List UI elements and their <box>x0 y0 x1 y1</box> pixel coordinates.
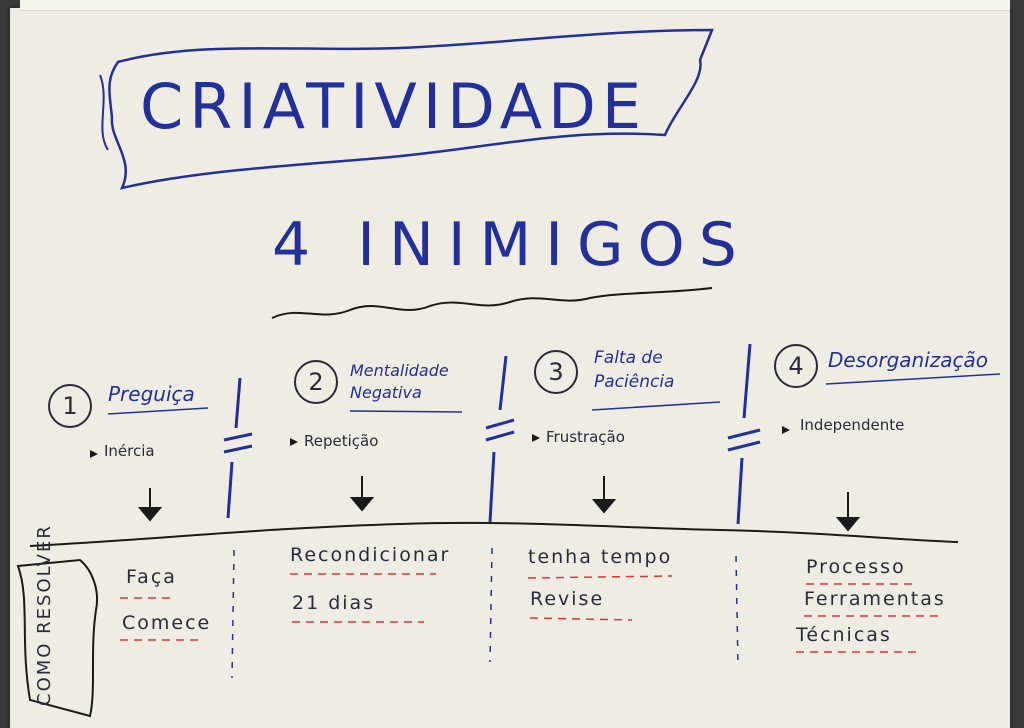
enemy-4-solution-1: Processo <box>806 556 906 578</box>
page-subtitle: 4 INIMIGOS <box>272 210 751 280</box>
enemy-4-name: Desorganização <box>828 348 989 372</box>
enemy-1-solution-2: Comece <box>122 612 212 634</box>
enemy-1-name: Preguiça <box>108 382 195 406</box>
paper-sheet <box>10 8 1010 728</box>
subtitle-underline <box>271 287 713 319</box>
enemy-1-number: 1 <box>48 384 92 428</box>
enemy-4-solution-3: Técnicas <box>796 624 892 646</box>
section-divider <box>29 521 959 547</box>
enemy-2-number: 2 <box>294 360 338 404</box>
enemy-4-solution-2: Ferramentas <box>804 588 946 610</box>
enemy-3-solution-2: Revise <box>530 588 605 610</box>
enemy-3-name: Falta de Paciência <box>594 348 675 392</box>
enemy-3-cause: Frustração <box>546 428 625 446</box>
side-label: COMO RESOLVER <box>34 524 55 706</box>
enemy-2-solution-1: Recondicionar <box>290 544 451 566</box>
enemy-2-cause: Repetição <box>304 432 379 450</box>
enemy-4-cause: Independente <box>800 416 905 434</box>
page-title: CRIATIVIDADE <box>140 70 648 143</box>
title-banner <box>108 28 714 190</box>
paper-edge <box>20 0 1010 11</box>
enemy-3-solution-1: tenha tempo <box>528 546 673 568</box>
enemy-3-number: 3 <box>534 350 578 394</box>
enemy-4-number: 4 <box>774 344 818 388</box>
enemy-1-solution-1: Faça <box>126 566 177 588</box>
enemy-2-name: Mentalidade Negativa <box>350 361 449 402</box>
enemy-1-cause: Inércia <box>104 442 155 460</box>
enemy-2-solution-2: 21 dias <box>292 592 376 614</box>
